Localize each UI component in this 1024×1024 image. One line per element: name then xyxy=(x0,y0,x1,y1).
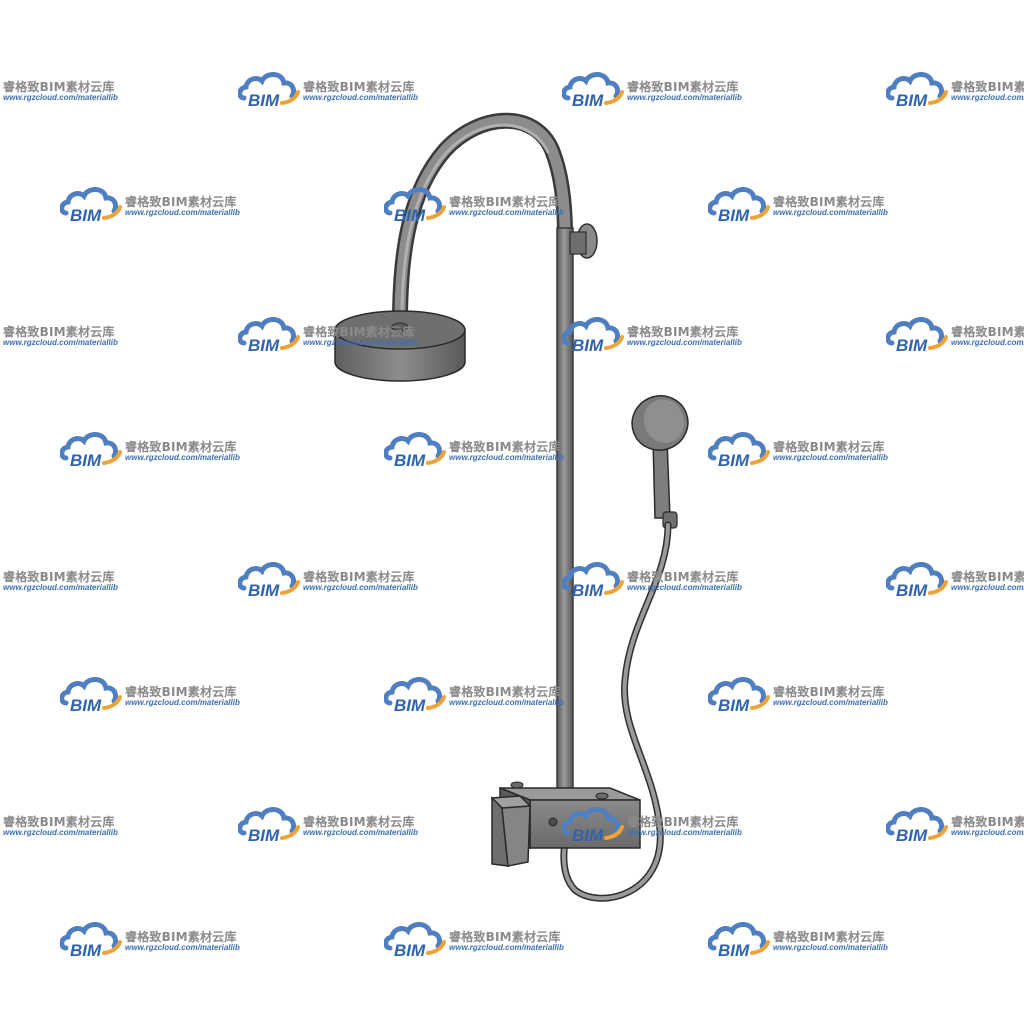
hand-shower xyxy=(631,395,689,529)
gooseneck-pipe xyxy=(392,112,573,330)
rain-shower-head xyxy=(334,310,466,382)
mixer-lever-handle xyxy=(490,795,532,867)
wall-bracket xyxy=(569,223,598,259)
riser-pipe xyxy=(556,227,574,801)
